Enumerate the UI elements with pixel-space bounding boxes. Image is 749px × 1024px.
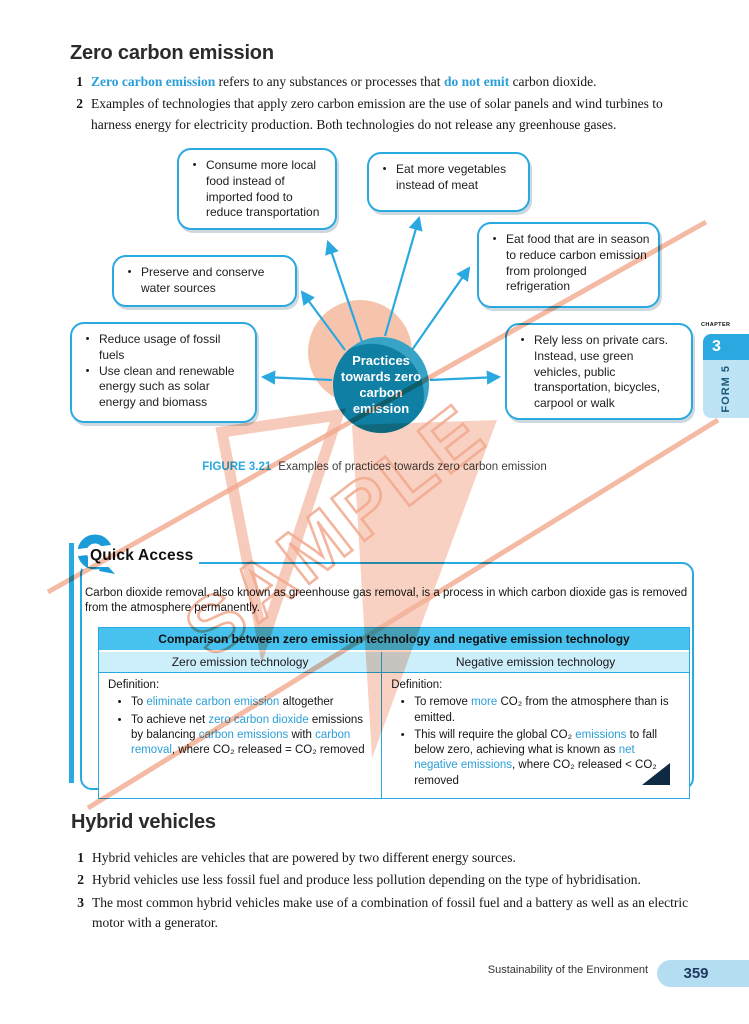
item-number: 2: [76, 96, 83, 112]
bullet-icon: •: [85, 364, 90, 377]
item-number: 3: [77, 894, 84, 910]
bullet-icon: •: [400, 728, 405, 741]
bullet-icon: •: [85, 333, 90, 345]
mindmap-bubble-local-food: • Consume more local food instead of imp…: [177, 148, 337, 230]
cell-bullet: This will require the global CO₂ emissio…: [414, 728, 658, 787]
item-number: 1: [77, 850, 84, 865]
page-number-pill: 359: [657, 960, 749, 987]
mindmap-bubble-fossil-fuels: • Reduce usage of fossil fuels • Use cle…: [70, 322, 257, 423]
chapter-number-tab: 3: [703, 334, 749, 360]
bullet-icon: •: [192, 159, 197, 171]
item-text: Hybrid vehicles use less fossil fuel and…: [92, 872, 641, 888]
list-item: 2 Examples of technologies that apply ze…: [70, 94, 694, 135]
bubble-text: Eat more vegetables instead of meat: [396, 162, 507, 192]
form-tab: FORM 5: [703, 360, 749, 418]
bullet-icon: •: [117, 696, 122, 709]
definition-label: Definition:: [391, 679, 443, 691]
form-label: FORM 5: [720, 365, 732, 413]
mindmap-bubble-private-cars: • Rely less on private cars. Instead, us…: [505, 323, 693, 420]
figure-caption: FIGURE 3.21 Examples of practices towards…: [0, 461, 749, 473]
item-text: The most common hybrid vehicles make use…: [92, 894, 689, 930]
bubble-text: Rely less on private cars. Instead, use …: [534, 333, 669, 411]
chapter-label: CHAPTER: [701, 322, 731, 328]
section-title-hybrid: Hybrid vehicles: [71, 811, 216, 833]
bullet-icon: •: [127, 266, 132, 278]
item-number: 2: [77, 872, 84, 888]
bubble-text: Eat food that are in season to reduce ca…: [506, 232, 650, 294]
cell-bullet: To eliminate carbon emission altogether: [131, 696, 334, 709]
list-item: 1 Zero carbon emission refers to any sub…: [70, 72, 694, 92]
bubble-text: Consume more local food instead of impor…: [206, 158, 320, 220]
bullet-icon: •: [520, 334, 525, 346]
quick-access-accent-bar: [69, 543, 74, 783]
list-item: 3 The most common hybrid vehicles make u…: [71, 893, 711, 934]
list-item: 1 Hybrid vehicles are vehicles that are …: [71, 848, 711, 868]
bubble-text: Preserve and conserve water sources: [141, 265, 265, 295]
page-fold-icon: [642, 763, 670, 785]
mindmap-bubble-vegetables: • Eat more vegetables instead of meat: [367, 152, 530, 212]
cell-bullet: To achieve net zero carbon dioxide emiss…: [131, 713, 365, 757]
zero-carbon-list: 1 Zero carbon emission refers to any sub…: [70, 72, 694, 137]
bullet-icon: •: [382, 163, 387, 175]
quick-access-intro: Carbon dioxide removal, also known as gr…: [85, 587, 688, 615]
bullet-icon: •: [400, 696, 405, 709]
center-node-text: Practices towards zero carbon emission: [340, 353, 422, 416]
bubble-text: Reduce usage of fossil fuels: [99, 332, 221, 362]
column-header-negative: Negative emission technology: [455, 655, 616, 669]
quick-access-title: Quick Access: [88, 547, 199, 567]
definition-label: Definition:: [108, 679, 160, 691]
bullet-icon: •: [117, 713, 122, 726]
cell-bullet: To remove more CO₂ from the atmosphere t…: [414, 696, 669, 724]
table-title: Comparison between zero emission technol…: [99, 628, 689, 652]
item-number: 1: [76, 74, 83, 89]
item-text: Zero carbon emission refers to any subst…: [91, 74, 597, 89]
chapter-number: 3: [712, 338, 721, 355]
item-text: Hybrid vehicles are vehicles that are po…: [92, 850, 516, 865]
table-column-headers: Zero emission technology Negative emissi…: [99, 652, 689, 673]
figure-label: FIGURE 3.21: [202, 461, 272, 473]
hybrid-list: 1 Hybrid vehicles are vehicles that are …: [71, 848, 711, 935]
section-title: Zero carbon emission: [70, 42, 274, 64]
item-text: Examples of technologies that apply zero…: [91, 96, 663, 132]
bullet-icon: •: [492, 233, 497, 245]
section-zero-carbon: Zero carbon emission: [70, 42, 274, 65]
figure-text: Examples of practices towards zero carbo…: [278, 461, 547, 473]
list-item: 2 Hybrid vehicles use less fossil fuel a…: [71, 870, 711, 890]
footer-section-label: Sustainability of the Environment: [487, 964, 648, 976]
page-number: 359: [683, 965, 709, 982]
mindmap-center-node: Practices towards zero carbon emission: [333, 337, 429, 433]
mindmap-bubble-water: • Preserve and conserve water sources: [112, 255, 297, 307]
cell-zero-emission: Definition: • To eliminate carbon emissi…: [99, 673, 383, 798]
mindmap-bubble-seasonal-food: • Eat food that are in season to reduce …: [477, 222, 660, 308]
column-header-zero: Zero emission technology: [99, 652, 383, 672]
comparison-table: Comparison between zero emission technol…: [98, 627, 690, 799]
bubble-text: Use clean and renewable energy such as s…: [99, 363, 235, 410]
